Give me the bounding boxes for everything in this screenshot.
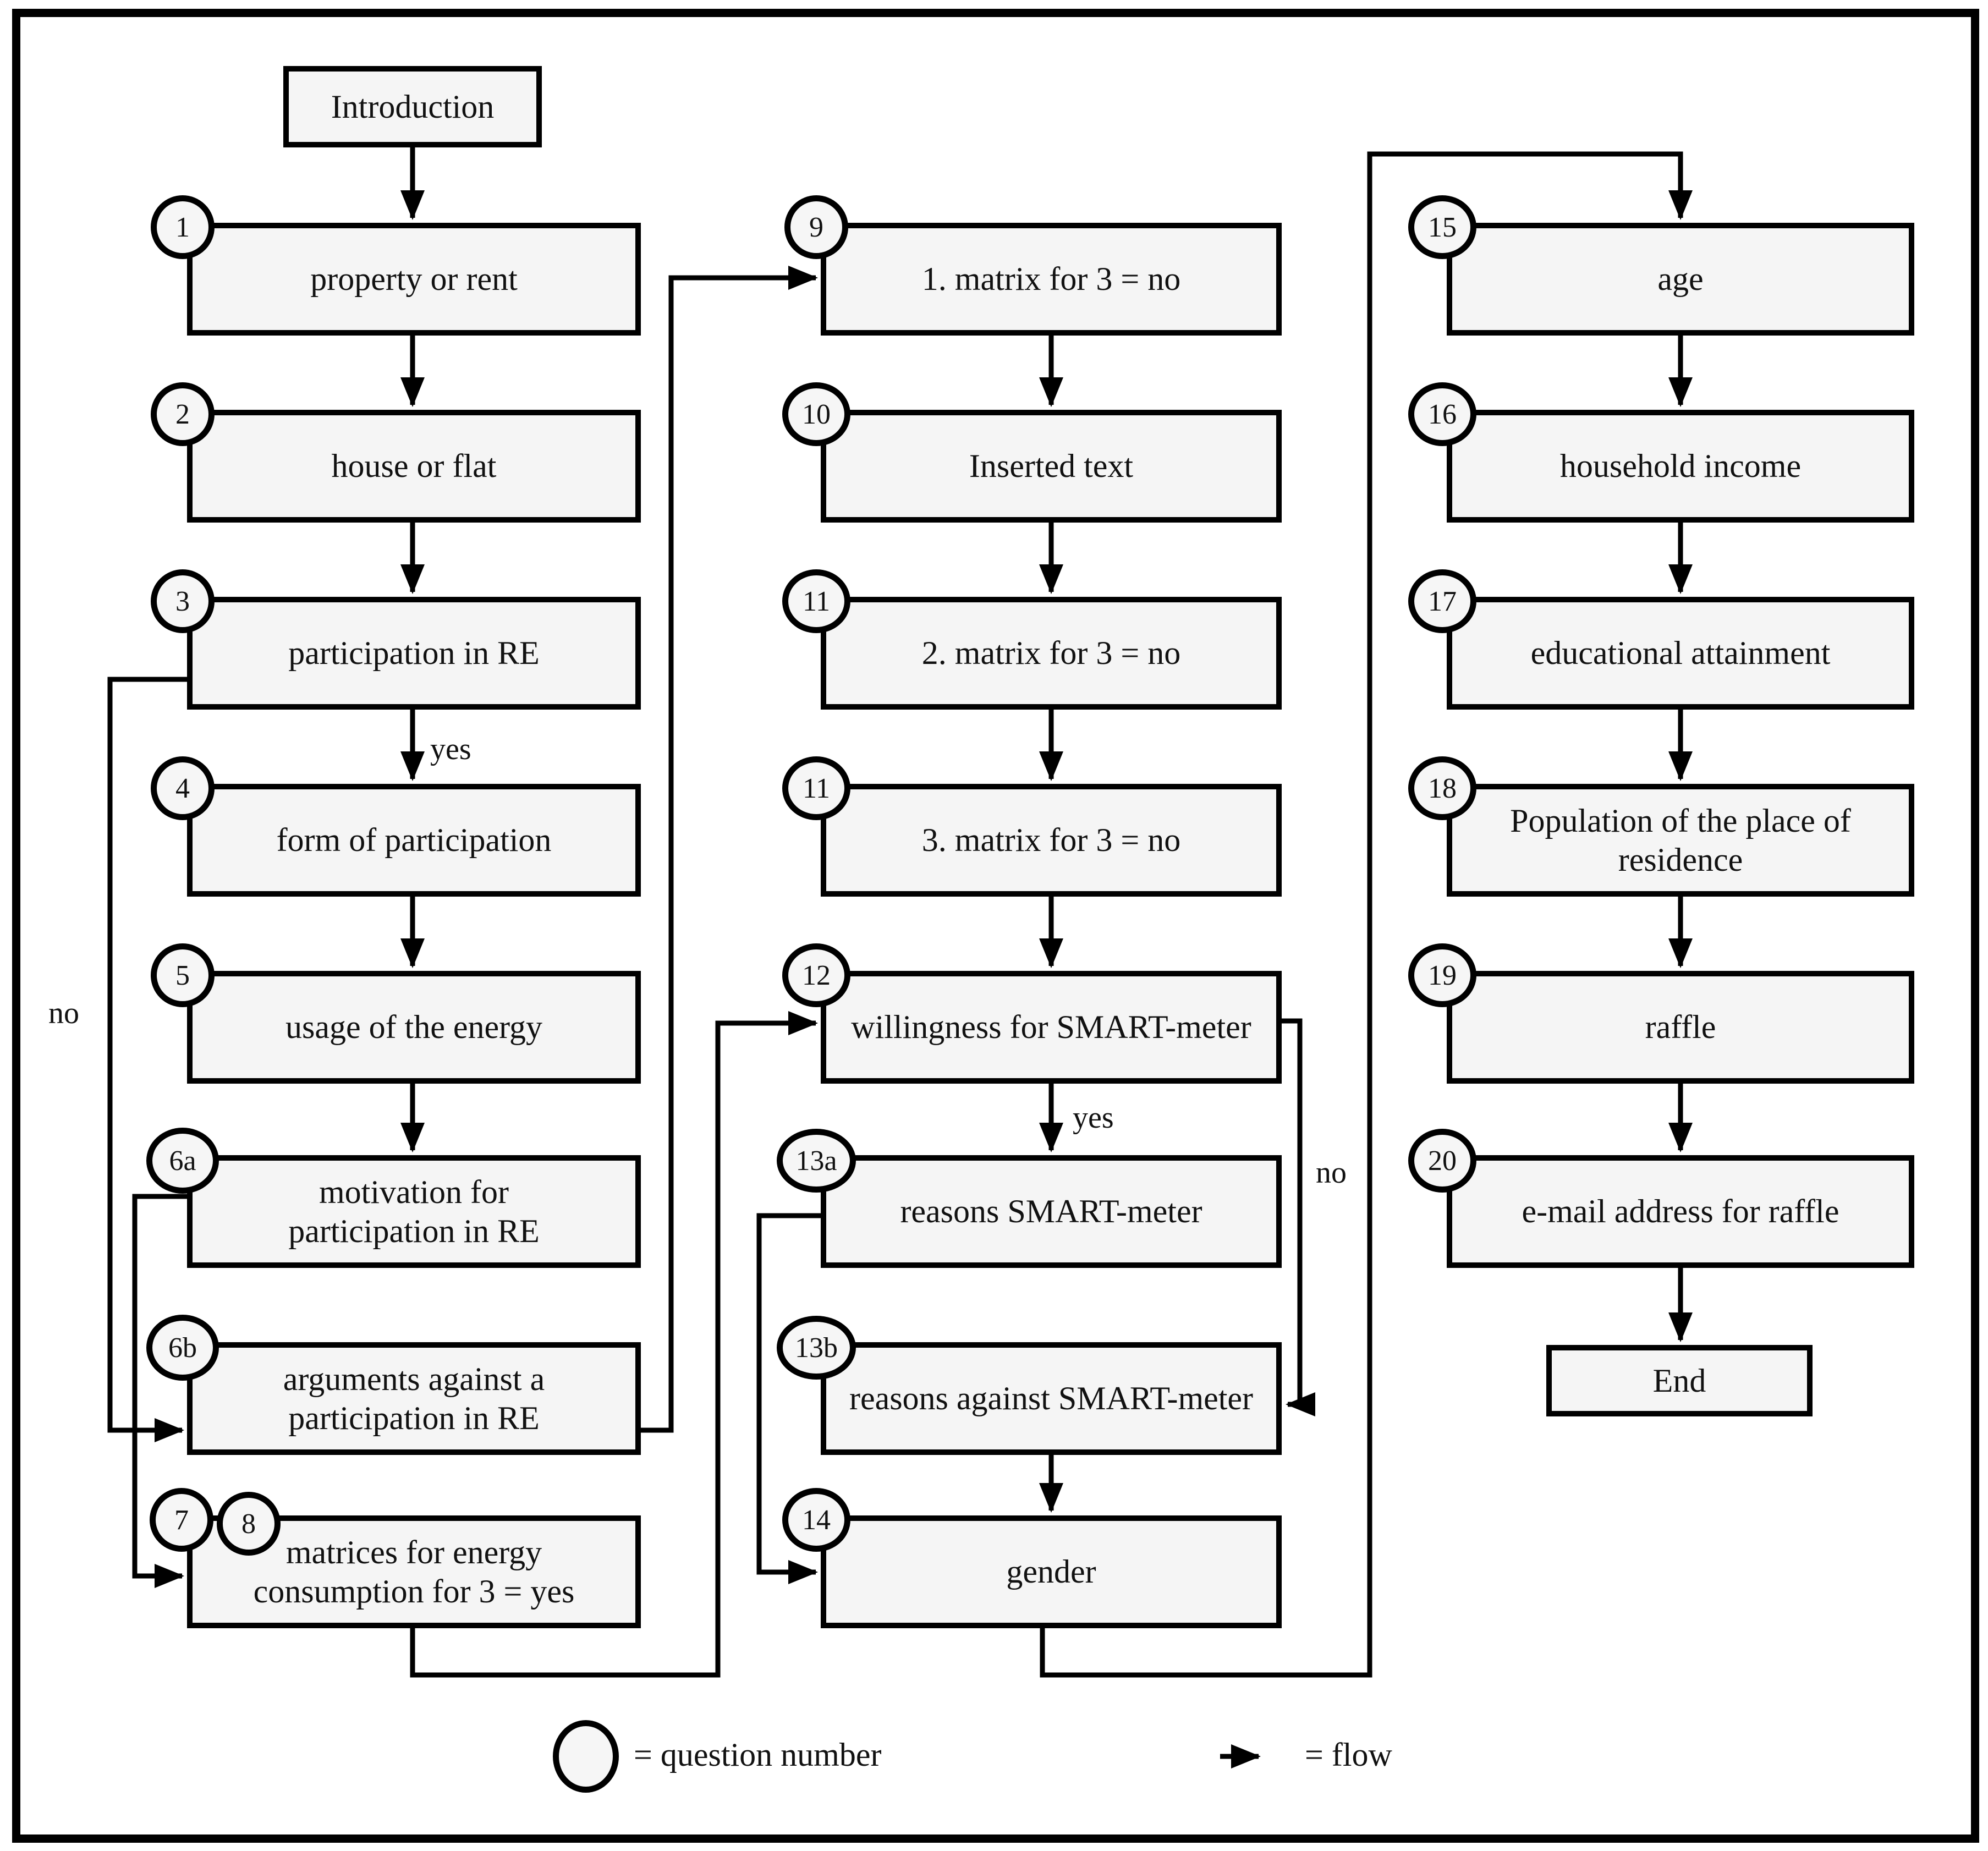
question-number-9-icon: 9 bbox=[784, 195, 848, 259]
question-number-16-icon: 16 bbox=[1408, 382, 1476, 446]
node-arguments-against-participation: arguments against a participation in RE bbox=[187, 1342, 641, 1455]
question-number-11a-icon: 11 bbox=[782, 569, 850, 633]
node-usage-of-energy: usage of the energy bbox=[187, 971, 641, 1084]
node-property-or-rent: property or rent bbox=[187, 223, 641, 336]
legend-question-circle-icon bbox=[553, 1720, 619, 1793]
question-number-5-icon: 5 bbox=[151, 943, 215, 1007]
node-household-income: household income bbox=[1447, 410, 1914, 523]
node-gender: gender bbox=[821, 1515, 1282, 1628]
question-number-15-icon: 15 bbox=[1408, 195, 1476, 259]
node-matrix3-for-3-no: 3. matrix for 3 = no bbox=[821, 784, 1282, 897]
node-population-of-residence: Population of the place of residence bbox=[1447, 784, 1914, 897]
node-matrix2-for-3-no: 2. matrix for 3 = no bbox=[821, 597, 1282, 710]
node-form-of-participation: form of participation bbox=[187, 784, 641, 897]
question-number-13a-icon: 13a bbox=[777, 1129, 856, 1193]
node-reasons-against-smart-meter: reasons against SMART-meter bbox=[821, 1342, 1282, 1455]
node-age: age bbox=[1447, 223, 1914, 336]
question-number-6b-icon: 6b bbox=[146, 1315, 219, 1381]
question-number-14-icon: 14 bbox=[782, 1488, 850, 1552]
question-number-6a-icon: 6a bbox=[146, 1128, 219, 1194]
question-number-1-icon: 1 bbox=[151, 195, 215, 259]
question-number-18-icon: 18 bbox=[1408, 756, 1476, 820]
node-introduction: Introduction bbox=[283, 66, 542, 147]
question-number-17-icon: 17 bbox=[1408, 569, 1476, 633]
edge-label-q3-no: no bbox=[48, 996, 79, 1030]
question-number-12-icon: 12 bbox=[782, 943, 850, 1007]
question-number-7-icon: 7 bbox=[150, 1488, 213, 1552]
edge-label-q12-yes: yes bbox=[1073, 1101, 1114, 1135]
node-matrix1-for-3-no: 1. matrix for 3 = no bbox=[821, 223, 1282, 336]
node-email-address-raffle: e-mail address for raffle bbox=[1447, 1155, 1914, 1268]
question-number-2-icon: 2 bbox=[151, 382, 215, 446]
question-number-20-icon: 20 bbox=[1408, 1129, 1476, 1193]
question-number-8-icon: 8 bbox=[217, 1492, 281, 1556]
node-reasons-smart-meter: reasons SMART-meter bbox=[821, 1155, 1282, 1268]
node-participation-in-re: participation in RE bbox=[187, 597, 641, 710]
node-motivation-for-participation: motivation for participation in RE bbox=[187, 1155, 641, 1268]
legend-flow-label: = flow bbox=[1305, 1737, 1392, 1773]
node-willingness-smart-meter: willingness for SMART-meter bbox=[821, 971, 1282, 1084]
question-number-3-icon: 3 bbox=[151, 569, 215, 633]
node-house-or-flat: house or flat bbox=[187, 410, 641, 523]
question-number-11b-icon: 11 bbox=[782, 756, 850, 820]
node-educational-attainment: educational attainment bbox=[1447, 597, 1914, 710]
node-end: End bbox=[1546, 1345, 1813, 1416]
node-matrices-energy-consumption-yes: matrices for energy consumption for 3 = … bbox=[187, 1515, 641, 1628]
question-number-4-icon: 4 bbox=[151, 756, 215, 820]
question-number-13b-icon: 13b bbox=[777, 1316, 856, 1380]
diagram-frame bbox=[12, 9, 1979, 1843]
question-number-10-icon: 10 bbox=[782, 382, 850, 446]
edge-label-q3-yes: yes bbox=[430, 732, 471, 766]
edge-label-q12-no: no bbox=[1316, 1156, 1347, 1190]
question-number-19-icon: 19 bbox=[1408, 943, 1476, 1007]
node-raffle: raffle bbox=[1447, 971, 1914, 1084]
node-inserted-text: Inserted text bbox=[821, 410, 1282, 523]
legend-question-number-label: = question number bbox=[634, 1737, 882, 1773]
